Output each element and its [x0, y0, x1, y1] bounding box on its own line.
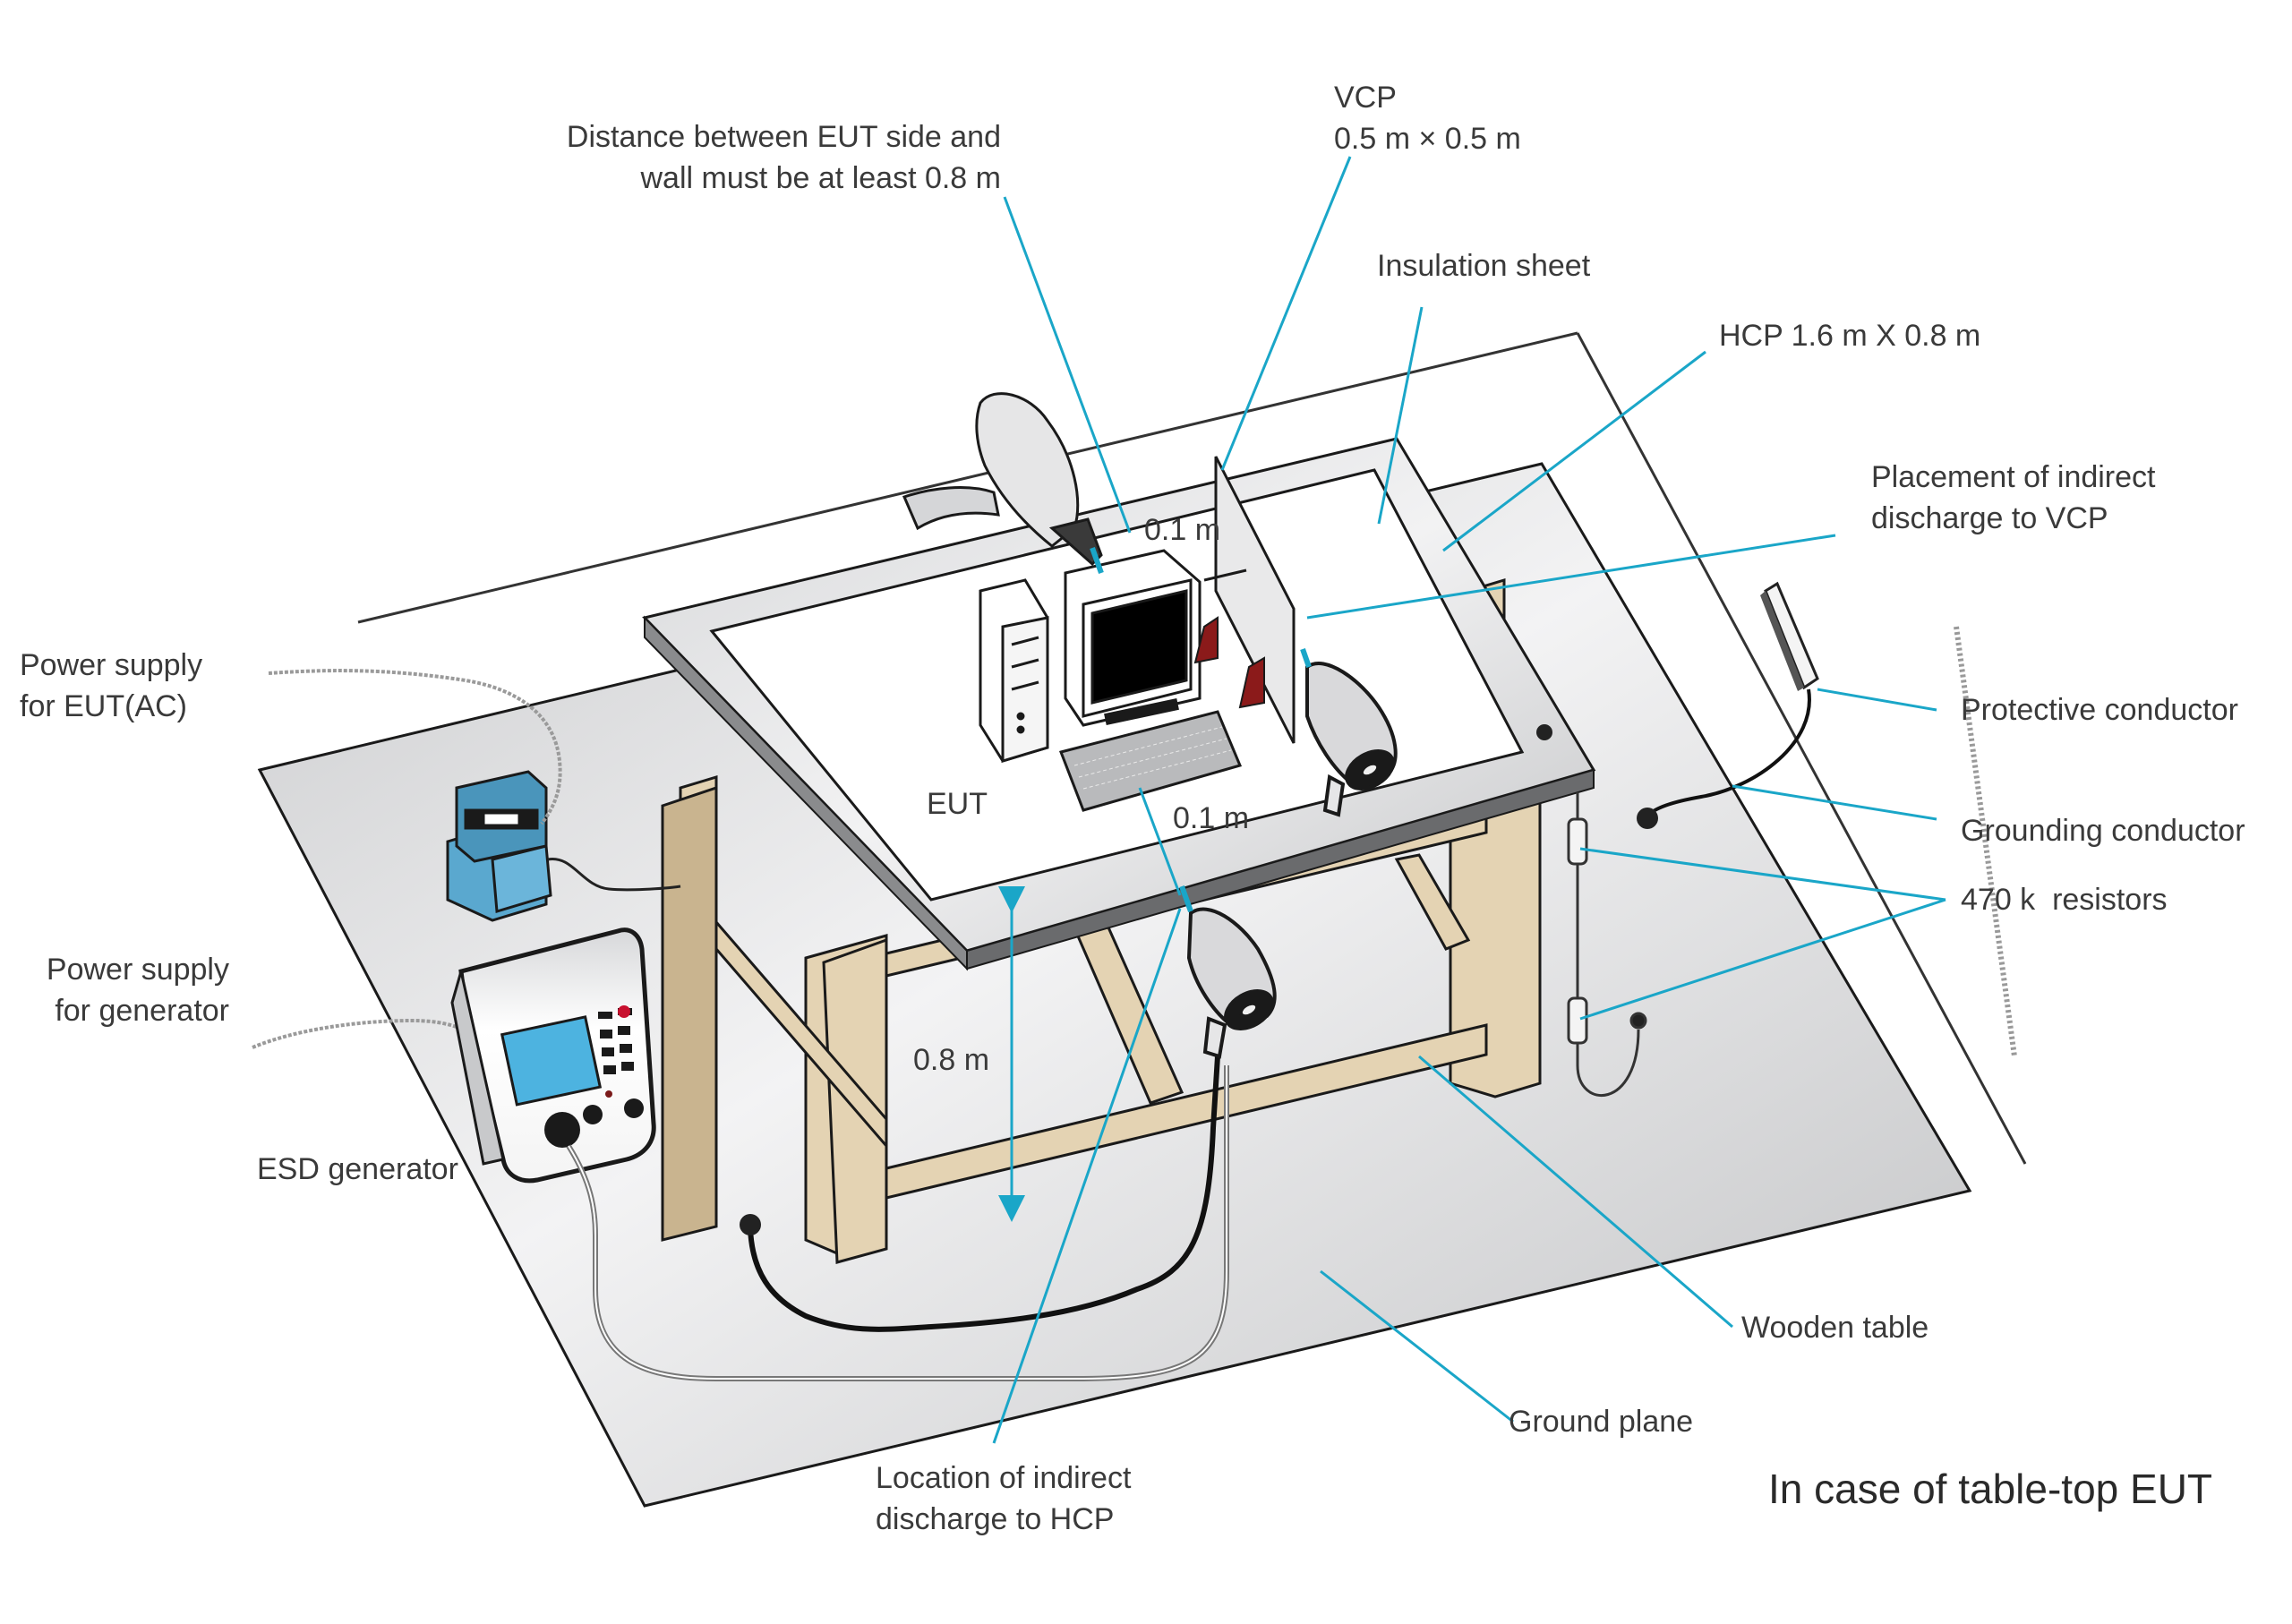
leader-location-hcp — [992, 908, 1182, 1444]
leader-protective-conductor — [1817, 688, 1937, 712]
label-ground-plane: Ground plane — [1509, 1405, 1694, 1439]
vcp-support-wedge-icon — [1238, 656, 1265, 709]
leader-vcp — [1220, 156, 1352, 471]
eut-power-cord — [268, 669, 562, 825]
label-wooden-table: Wooden table — [1741, 1311, 1929, 1345]
ground-stud-icon — [1637, 808, 1658, 829]
vcp-support-wedge-icon — [1193, 616, 1219, 664]
label-esd-generator: ESD generator — [257, 1152, 458, 1186]
resistor-chain — [1567, 792, 1647, 1097]
figure-title: In case of table-top EUT — [1768, 1466, 2213, 1512]
label-distance-note: Distance between EUT side and wall must … — [566, 120, 1001, 195]
leader-hcp-edge-gap — [1138, 787, 1182, 896]
leader-distance-note — [1003, 196, 1132, 534]
ground-return-cable — [748, 1056, 1220, 1332]
eut-monitor-icon — [1064, 549, 1202, 727]
eut-keyboard-icon — [1058, 710, 1243, 812]
discharge-return-cable-core — [568, 1065, 1227, 1380]
ground-return-stud-icon — [740, 1214, 761, 1235]
label-resistors: 470 k resistors — [1961, 883, 2168, 917]
esd-gun-vcp-icon — [1300, 648, 1398, 817]
wall-outline — [357, 331, 2027, 1165]
label-location-hcp: Location of indirect discharge to HCP — [876, 1461, 1132, 1536]
leader-placement-vcp — [1306, 534, 1836, 620]
generator-power-cord — [252, 1018, 465, 1049]
dimension-vcp-gap: 0.1 m — [1144, 513, 1221, 547]
grounding-conductor-cable — [1646, 688, 1811, 818]
label-vcp: VCP 0.5 m × 0.5 m — [1334, 81, 1521, 156]
leader-ground-plane — [1320, 1269, 1514, 1423]
transformer-icon — [446, 770, 552, 922]
transformer-to-table-cable — [547, 858, 681, 892]
hcp-ground-stud-icon — [1536, 724, 1552, 740]
label-insulation-sheet: Insulation sheet — [1377, 249, 1591, 283]
label-grounding-conductor: Grounding conductor — [1961, 814, 2245, 848]
vcp-gap-dimension-arrow — [1203, 568, 1247, 582]
esd-gun-hcp-icon — [1179, 885, 1277, 1059]
esd-gun-top-icon — [902, 392, 1104, 575]
esd-generator-icon — [450, 927, 656, 1184]
leader-resistor-lower — [1579, 898, 1946, 1021]
label-placement-vcp: Placement of indirect discharge to VCP — [1871, 460, 2156, 535]
leader-resistor-upper — [1579, 847, 1946, 902]
leader-wooden-table — [1418, 1055, 1733, 1329]
leader-hcp — [1442, 350, 1706, 552]
label-hcp: HCP 1.6 m X 0.8 m — [1719, 319, 1981, 353]
dimension-hcp-edge-gap: 0.1 m — [1173, 801, 1250, 835]
label-power-supply-eut: Power supply for EUT(AC) — [20, 648, 203, 723]
dimension-table-height: 0.8 m — [913, 1043, 990, 1077]
protective-conductor-strip — [1760, 581, 1819, 691]
eut-pc-tower-icon — [979, 578, 1049, 764]
leader-grounding-conductor — [1732, 784, 1937, 821]
leader-lines — [992, 156, 1946, 1444]
leader-insulation-sheet — [1377, 306, 1424, 525]
label-eut: EUT — [927, 787, 988, 821]
label-power-supply-generator: Power supply for generator — [46, 953, 229, 1028]
label-protective-conductor: Protective conductor — [1961, 693, 2238, 727]
